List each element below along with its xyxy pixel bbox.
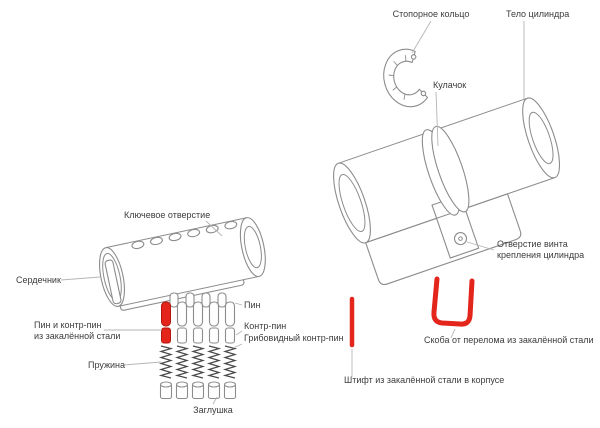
body-hardened-pin-label: Штифт из закалённой стали в корпусе	[344, 375, 504, 385]
screw-hole-label-line1: Отверстие винта	[497, 239, 568, 249]
cam-label: Кулачок	[433, 80, 466, 90]
cylinder-body-label: Тело цилиндра	[506, 9, 569, 19]
spring	[224, 345, 236, 379]
cap	[159, 381, 173, 400]
spring	[176, 345, 188, 379]
cylinder-rear-face-inner	[528, 111, 554, 165]
back-row-pin	[217, 292, 227, 308]
leader-cam	[435, 91, 439, 147]
back-row-pin	[169, 292, 179, 308]
cap	[223, 381, 237, 400]
pin-label: Пин	[244, 300, 260, 310]
counterpin	[192, 327, 204, 344]
mushroom-counterpin-label: Грибовидный контр-пин	[244, 333, 344, 343]
anti-snap-bracket	[431, 276, 475, 327]
core-drawing	[99, 217, 266, 311]
spring-label: Пружина	[88, 360, 125, 370]
pin	[176, 301, 188, 327]
pin-hole	[131, 240, 145, 250]
anti-snap-bracket-label: Скоба от перелома из закалённой стали	[424, 335, 594, 345]
cylinder-body-drawing	[333, 97, 561, 286]
fixing-screw-hole-center	[458, 236, 463, 241]
pin	[192, 301, 204, 327]
back-row-pin	[185, 292, 195, 308]
keyway-slot	[104, 259, 122, 305]
keyhole-label: Ключевое отверстие	[124, 210, 210, 220]
leader-retaining-ring	[411, 20, 432, 54]
leader-core	[60, 276, 101, 281]
core-rear-face	[239, 217, 266, 278]
pin	[224, 301, 236, 327]
retaining-ring-body	[383, 48, 429, 108]
hardened-pin-counterpin-label-line1: Пин и контр-пин	[34, 320, 102, 330]
counterpin	[176, 327, 188, 344]
pin-hole	[150, 236, 163, 246]
retaining-ring-ear-hole	[420, 90, 427, 97]
pin-hole	[187, 228, 201, 238]
screw-hole-label-line2: крепления цилиндра	[497, 250, 584, 260]
hardened-pin-counterpin-label-line2: из закалённой стали	[34, 331, 120, 341]
back-row-pin	[201, 292, 211, 308]
core-label: Сердечник	[16, 275, 61, 285]
mushroom-counterpin	[224, 327, 236, 344]
pin-stacks	[159, 292, 237, 400]
cylinder-front-face-inner	[338, 173, 366, 233]
cap-label: Заглушка	[193, 405, 233, 415]
counterpin-label: Контр-пин	[244, 321, 286, 331]
retaining-ring-label: Стопорное кольцо	[393, 9, 470, 19]
retaining-ring-drawing	[383, 48, 429, 108]
leader-lines	[60, 20, 525, 405]
core-rear-face-inner	[243, 225, 262, 269]
retaining-ring-teeth	[388, 55, 407, 100]
leader-mushroom-counterpin	[232, 343, 243, 349]
counterpin	[208, 327, 220, 344]
pin-hole	[168, 232, 182, 242]
fixing-screw-hole	[453, 232, 468, 246]
pin	[208, 301, 220, 327]
core-top-edge	[105, 217, 247, 249]
hardened-counterpin	[161, 327, 171, 344]
leader-counterpin	[235, 330, 243, 336]
leader-spring	[123, 361, 162, 366]
cylinder-rear-face	[522, 97, 561, 179]
cap	[191, 381, 205, 400]
labels: Стопорное кольцо Тело цилиндра Кулачок К…	[16, 9, 594, 415]
cap	[175, 381, 189, 400]
leader-pin	[234, 302, 243, 306]
spring	[208, 345, 220, 379]
leader-keyhole	[205, 220, 223, 237]
leader-cap	[212, 396, 218, 405]
core-bottom-edge	[118, 275, 260, 307]
leader-screw-hole	[466, 241, 495, 251]
leader-anti-snap-bracket	[450, 328, 456, 339]
cylinder-front-face	[333, 162, 371, 244]
cam-ring-back	[431, 125, 470, 213]
pin-hole	[224, 220, 238, 230]
retaining-ring-ear-hole	[410, 54, 417, 60]
spring	[192, 345, 204, 379]
core-pin-holes	[131, 220, 238, 250]
cap	[207, 381, 221, 400]
spring	[160, 345, 172, 379]
hardened-pin	[161, 301, 171, 327]
